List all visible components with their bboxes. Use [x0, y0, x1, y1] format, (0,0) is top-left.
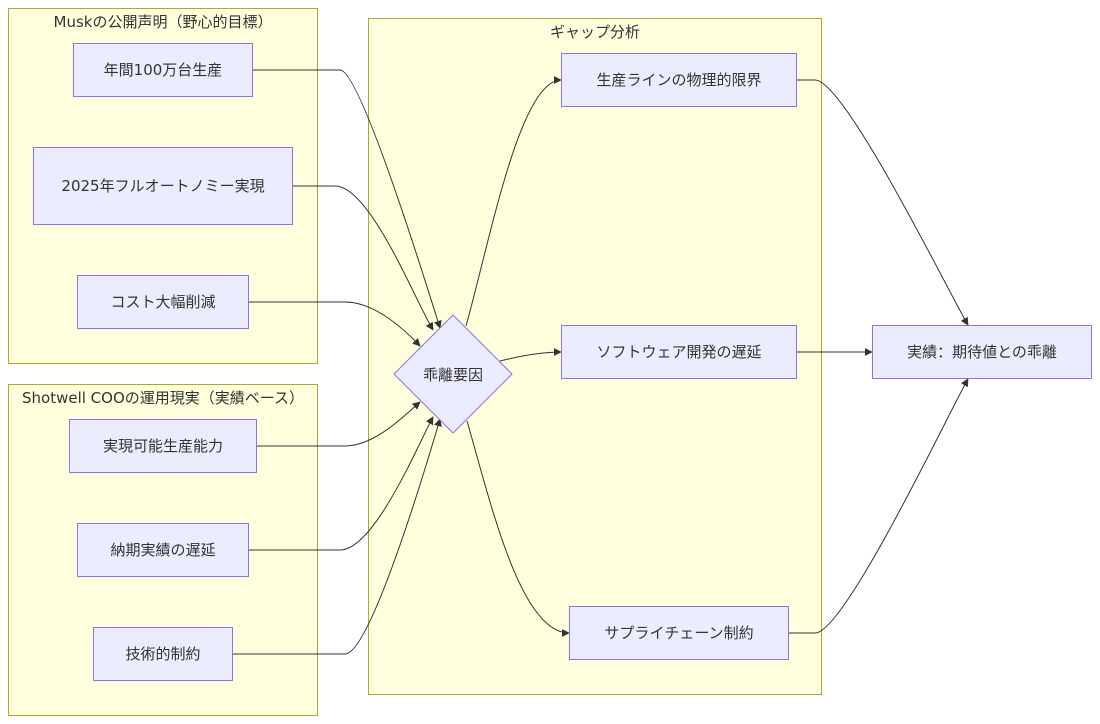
node-cost-cut: コスト大幅削減 [77, 275, 249, 329]
node-realistic-capacity: 実現可能生産能力 [69, 419, 257, 473]
edge-autonomy-to-gap-factor [293, 185, 434, 331]
edge-gap-factor-to-physical [465, 76, 562, 327]
node-gap-factor-label: 乖離要因 [422, 365, 483, 384]
edge-cost-cut-to-gap-factor [249, 301, 421, 347]
edge-gap-factor-to-software [499, 348, 562, 362]
cluster-shotwell-title: Shotwell COOの運用現実（実績ベース） [21, 389, 305, 407]
node-software-delay: ソフトウェア開発の遅延 [561, 325, 797, 379]
edge-gap-factor-to-supply [466, 420, 570, 637]
node-physical-limit: 生産ラインの物理的限界 [561, 53, 797, 107]
gap-factor-diamond [393, 314, 513, 434]
edge-supply-to-result [789, 378, 969, 634]
node-supply-chain: サプライチェーン制約 [569, 606, 789, 660]
cluster-musk-title: Muskの公開声明（野心的目標） [53, 13, 273, 31]
edge-physical-to-result [797, 79, 969, 326]
node-result-gap: 実績：期待値との乖離 [872, 325, 1092, 379]
edge-prod-million-to-gap-factor [253, 69, 442, 329]
node-tech-constraints: 技術的制約 [93, 627, 233, 681]
cluster-gap-title: ギャップ分析 [549, 23, 640, 41]
node-autonomy-2025: 2025年フルオートノミー実現 [33, 147, 293, 225]
node-prod-million: 年間100万台生産 [73, 43, 253, 97]
edge-capacity-to-gap-factor [257, 401, 421, 447]
edge-delivery-to-gap-factor [249, 416, 434, 551]
node-delivery-delay: 納期実績の遅延 [77, 523, 249, 577]
edge-tech-to-gap-factor [233, 418, 442, 655]
